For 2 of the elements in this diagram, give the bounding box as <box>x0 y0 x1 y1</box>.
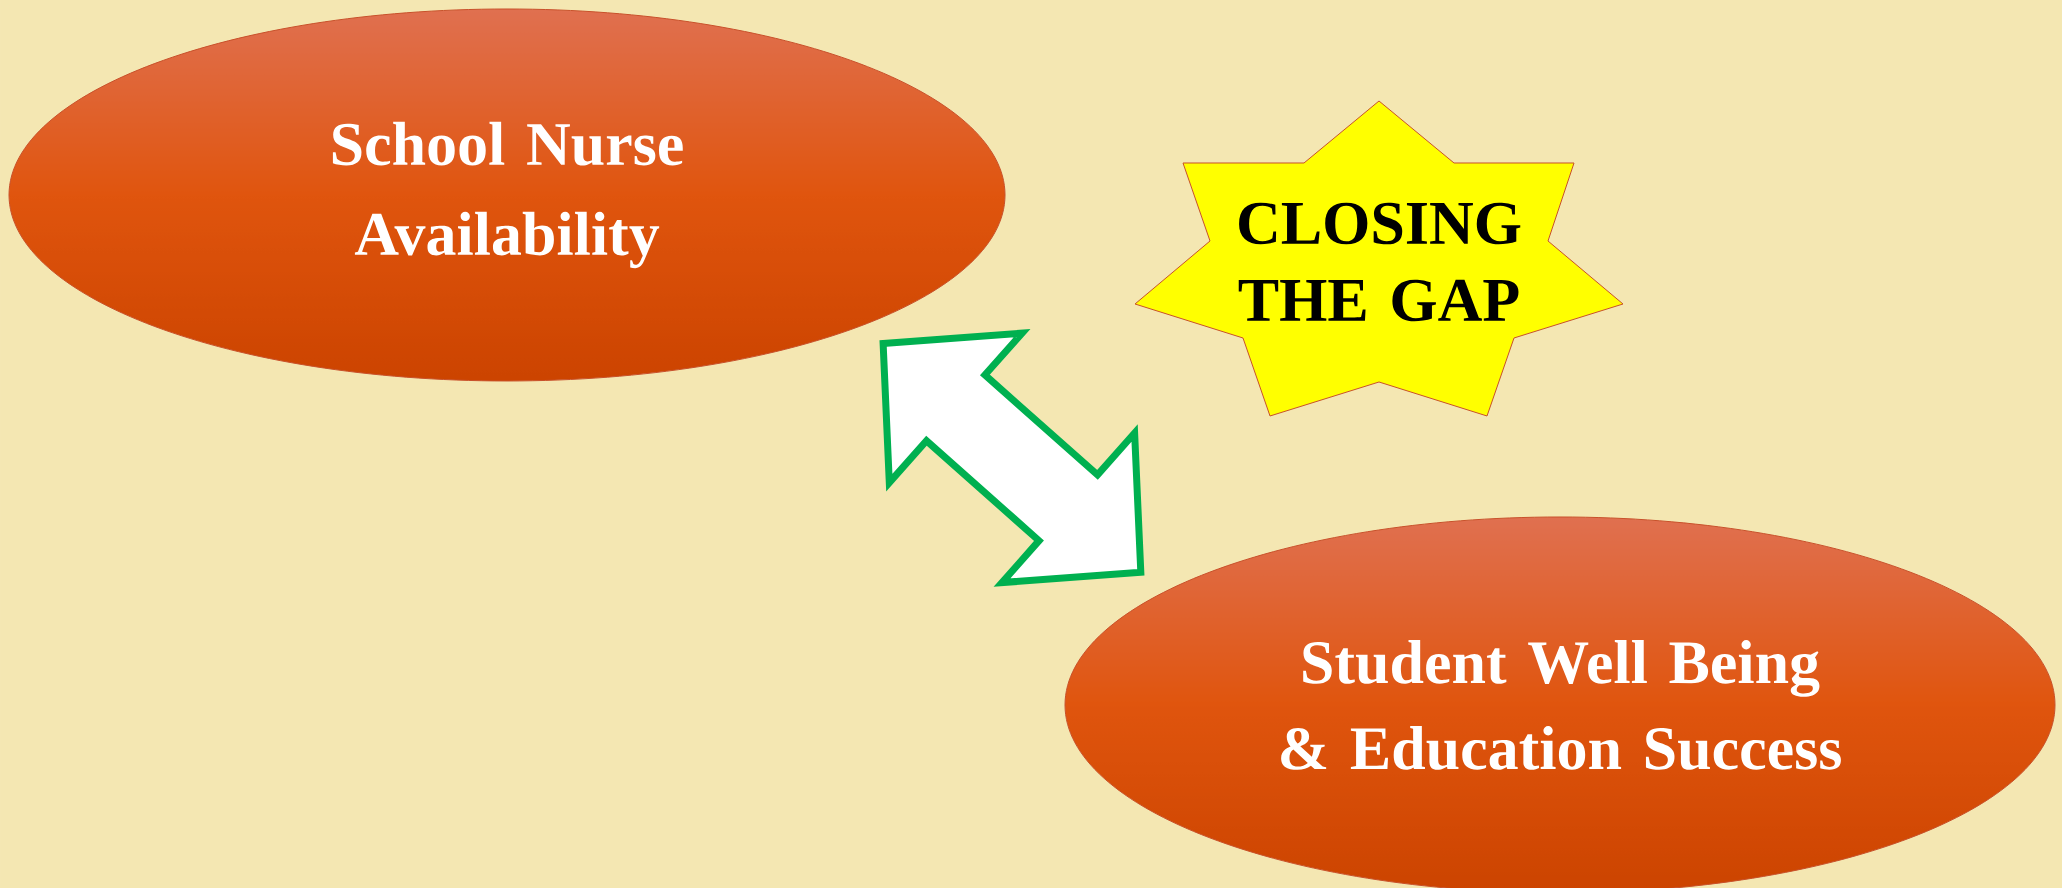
star-burst: CLOSING THE GAP <box>1134 100 1624 417</box>
double-arrow <box>879 328 1145 587</box>
